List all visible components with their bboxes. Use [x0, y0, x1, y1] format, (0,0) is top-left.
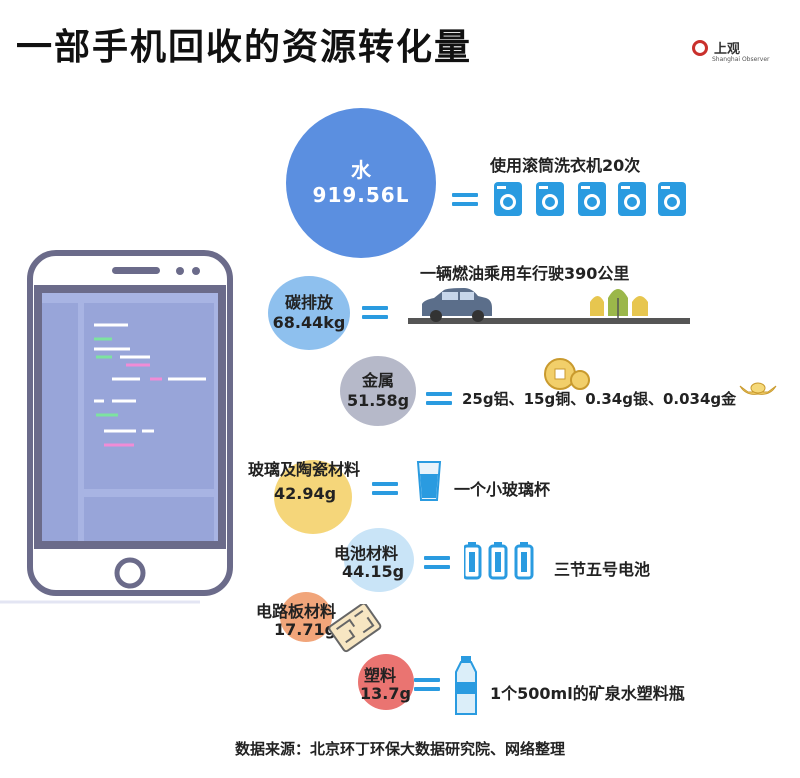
pcb-label: 电路板材料	[256, 602, 337, 621]
logo-subtext: Shanghai Observer	[712, 56, 770, 63]
water-bottle-icon	[455, 656, 477, 715]
water-circle: 水 919.56L	[286, 108, 436, 258]
carbon-circle: 碳排放 68.44kg	[268, 276, 350, 350]
battery-circle	[344, 528, 414, 592]
pcb-amount: 17.71g	[274, 620, 337, 639]
water-label: 水	[351, 158, 371, 182]
logo-text: 上观	[714, 42, 741, 57]
battery-equivalent: 三节五号电池	[554, 560, 651, 579]
metal-amount: 51.58g	[346, 391, 410, 410]
glass-label: 玻璃及陶瓷材料	[248, 460, 361, 479]
glass-circle	[274, 460, 352, 534]
metal-label: 金属	[361, 371, 394, 390]
battery-icons	[464, 542, 534, 580]
coin-icon	[544, 358, 590, 390]
pcb-circle	[280, 592, 332, 642]
glass-amount: 42.94g	[274, 484, 337, 503]
circuit-board-icon	[328, 604, 382, 653]
equals-icon	[414, 678, 440, 692]
car-road-icon	[408, 288, 690, 324]
carbon-amount: 68.44kg	[272, 313, 346, 332]
plastic-amount: 13.7g	[360, 684, 411, 703]
equals-icon	[426, 392, 452, 406]
equals-icon	[452, 193, 478, 207]
carbon-label: 碳排放	[284, 293, 333, 312]
water-equivalent: 使用滚筒洗衣机20次	[490, 156, 641, 175]
plastic-circle	[358, 654, 414, 710]
page-title: 一部手机回收的资源转化量	[16, 27, 473, 68]
metal-circle: 金属 51.58g	[340, 356, 416, 426]
logo-ring-icon	[692, 40, 708, 56]
washing-machine-icons	[494, 182, 686, 216]
equals-icon	[362, 306, 388, 320]
battery-label: 电池材料	[334, 544, 399, 563]
glass-cup-icon	[416, 461, 442, 501]
data-source: 数据来源：北京环丁环保大数据研究院、网络整理	[234, 740, 565, 758]
water-amount: 919.56L	[312, 183, 410, 207]
plastic-equivalent: 1个500ml的矿泉水塑料瓶	[490, 684, 685, 703]
glass-equivalent: 一个小玻璃杯	[454, 480, 551, 499]
gold-ingot-icon	[739, 382, 777, 395]
equals-icon	[424, 556, 450, 570]
phone-illustration	[0, 250, 233, 604]
battery-amount: 44.15g	[342, 562, 405, 581]
brand-logo: 上观 Shanghai Observer	[692, 38, 769, 68]
plastic-label: 塑料	[364, 666, 397, 685]
metal-equivalent: 25g铝、15g铜、0.34g银、0.034g金	[462, 390, 737, 408]
carbon-equivalent: 一辆燃油乘用车行驶390公里	[420, 264, 630, 283]
equals-icon	[372, 482, 398, 496]
